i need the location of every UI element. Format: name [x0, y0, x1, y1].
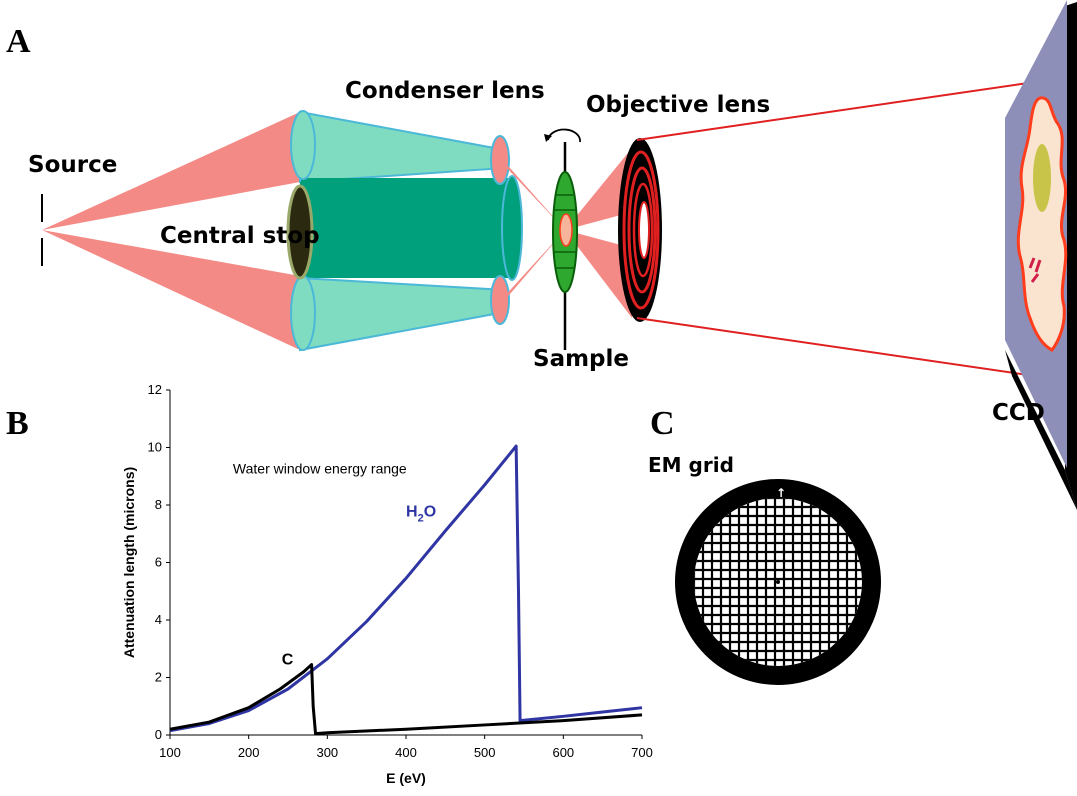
attenuation-chart: Attenuation length (microns) E (eV) Wate…: [121, 382, 653, 786]
condenser-lens-label: Condenser lens: [345, 78, 545, 104]
objective-lens-label: Objective lens: [586, 92, 770, 118]
chart-y-tick-label: 0: [155, 727, 162, 742]
chart-x-axis-label: E (eV): [386, 770, 426, 786]
beam-condenser-upper: [490, 150, 565, 230]
ray-upper: [636, 81, 1036, 141]
panel-c-letter: C: [650, 405, 675, 442]
chart-series-line-h2o: [169, 444, 643, 733]
beam-sample-lower: [565, 230, 632, 318]
chart-series-label-c: C: [282, 652, 294, 669]
chart-x-tick-label: 300: [316, 745, 338, 760]
chart-y-tick-label: 8: [155, 497, 162, 512]
sample: [544, 128, 581, 350]
chart-x-tick-label: 700: [631, 745, 653, 760]
chart-y-tick-label: 4: [155, 612, 162, 627]
beam-sample-upper: [565, 148, 632, 230]
condenser-lens: [290, 110, 523, 352]
chart-x-tick-label: 500: [474, 745, 496, 760]
central-stop: [286, 184, 314, 280]
chart-y-tick-label: 6: [155, 555, 162, 570]
panel-c: C EM grid ↑: [648, 405, 881, 685]
chart-x-tick-label: 200: [238, 745, 260, 760]
source-label: Source: [28, 152, 117, 178]
chart-x-tick-label: 600: [552, 745, 574, 760]
chart-series-label-h2o: H2O: [406, 504, 436, 525]
ccd-label: CCD: [992, 400, 1045, 426]
em-grid: ↑: [675, 479, 881, 685]
chart-y-tick-label: 12: [148, 382, 162, 397]
beam-upper-cone: [42, 112, 300, 230]
panel-a: A Source Condenser lens Central stop: [6, 0, 1077, 510]
chart-series-line-c: [169, 663, 643, 736]
panel-a-letter: A: [6, 23, 31, 60]
chart-y-tick-label: 10: [148, 440, 162, 455]
grid-orientation-mark: ↑: [776, 486, 786, 500]
ccd-detector: [1005, 0, 1077, 510]
panel-b: B Attenuation length (microns) E (eV) Wa…: [6, 382, 653, 786]
em-grid-label: EM grid: [648, 453, 734, 477]
objective-lens: [618, 138, 662, 322]
rotation-arrow-icon: [547, 128, 581, 143]
chart-x-tick-label: 400: [395, 745, 417, 760]
beam-condenser-lower: [490, 230, 565, 312]
chart-x-tick-label: 100: [159, 745, 181, 760]
panel-b-letter: B: [6, 405, 29, 442]
chart-annotation: Water window energy range: [233, 460, 407, 476]
sample-label: Sample: [533, 346, 629, 372]
chart-y-axis-label: Attenuation length (microns): [121, 467, 137, 658]
beam-lower-cone: [42, 230, 300, 350]
central-stop-label: Central stop: [160, 223, 320, 249]
ray-lower: [636, 317, 1036, 377]
specimen-image: [1016, 96, 1068, 352]
chart-y-tick-label: 2: [155, 670, 162, 685]
